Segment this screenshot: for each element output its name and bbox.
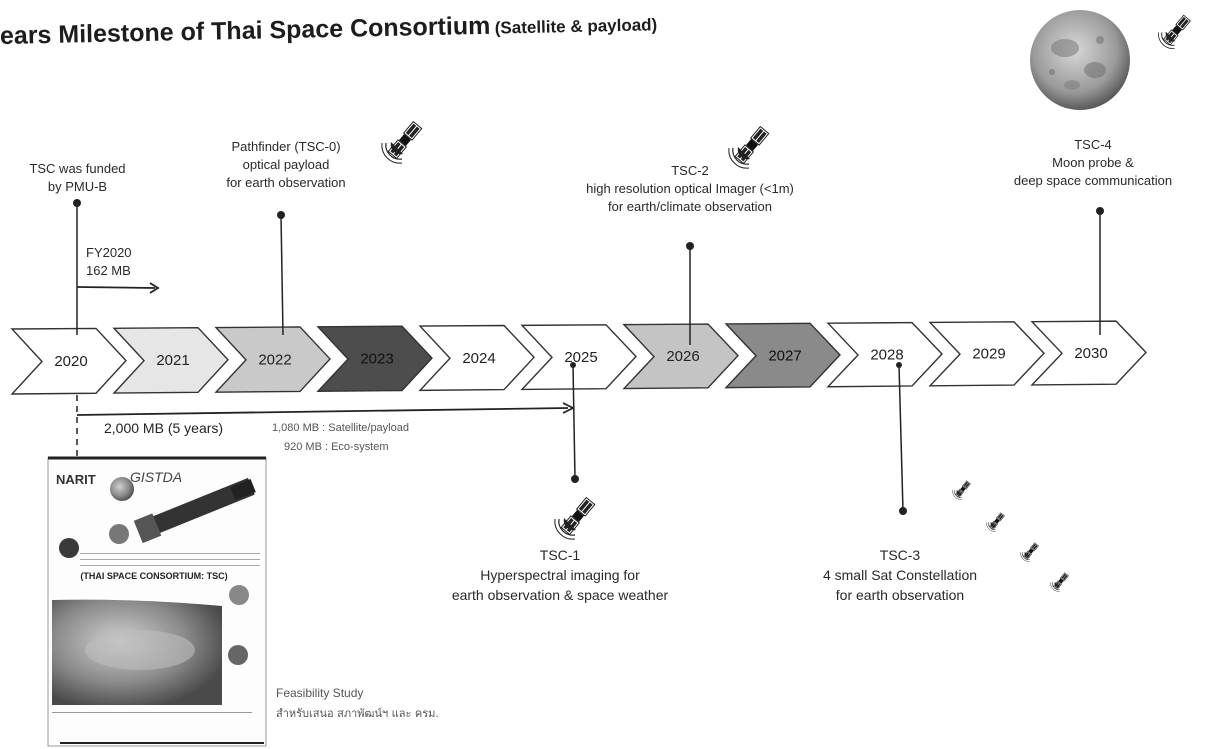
year-chevron	[622, 323, 739, 390]
year-label: 2030	[1074, 345, 1107, 362]
moon-icon	[1030, 10, 1130, 110]
tsc4-title: TSC-4	[1074, 137, 1112, 152]
year-chevron	[1030, 320, 1147, 386]
fy-amount: 162 MB	[86, 263, 131, 278]
tsc3-title: TSC-3	[879, 547, 921, 563]
satellite-icon	[952, 480, 972, 500]
year-label: 2021	[156, 352, 189, 369]
tsc2-line3: for earth/climate observation	[607, 199, 773, 214]
milestone-tsc2: TSC-2 high resolution optical Imager (<1…	[540, 162, 840, 216]
report-caption-thai: สำหรับเสนอ สภาพัฒน์ฯ และ ครม.	[276, 707, 439, 720]
milestone-tsc1: TSC-1 Hyperspectral imaging for earth ob…	[410, 545, 710, 605]
fy-label: FY2020 162 MB	[86, 244, 132, 280]
budget-ecosystem: 920 MB : Eco-system	[284, 441, 389, 453]
year-chevron	[418, 324, 535, 392]
report-caption: Feasibility Study	[276, 686, 364, 700]
year-label: 2027	[768, 347, 801, 364]
funding-label: TSC was funded by PMU-B	[10, 160, 145, 196]
report-logo-narit: NARIT	[56, 472, 96, 487]
pathfinder-line3: for earth observation	[226, 175, 346, 190]
satellite-icon	[381, 120, 424, 164]
year-chevron	[724, 322, 841, 389]
budget-satellite: 1,080 MB : Satellite/payload	[272, 422, 409, 434]
satellite-icon	[986, 512, 1006, 532]
tsc2-line2: high resolution optical Imager (<1m)	[586, 181, 794, 196]
pathfinder-line2: optical payload	[242, 157, 330, 172]
year-label: 2022	[258, 351, 291, 368]
tsc3-line3: for earth observation	[835, 587, 965, 603]
year-label: 2029	[972, 346, 1005, 363]
year-label: 2024	[462, 350, 495, 367]
year-label: 2025	[564, 349, 597, 366]
year-chevron	[112, 326, 229, 394]
tsc3-line2: 4 small Sat Constellation	[822, 567, 978, 583]
tsc1-line2: Hyperspectral imaging for	[480, 567, 640, 583]
satellite-icon	[554, 496, 597, 540]
milestone-tsc4: TSC-4 Moon probe & deep space communicat…	[985, 136, 1201, 190]
year-chevron	[214, 326, 331, 393]
budget-total: 2,000 MB (5 years)	[104, 420, 224, 436]
year-chevron	[520, 324, 637, 391]
milestone-tsc3: TSC-3 4 small Sat Constellation for eart…	[790, 545, 1010, 605]
tsc1-line3: earth observation & space weather	[451, 587, 669, 603]
year-label: 2028	[870, 346, 903, 363]
satellite-icon	[1020, 542, 1040, 562]
milestone-pathfinder: Pathfinder (TSC-0) optical payload for e…	[196, 138, 376, 192]
year-label: 2023	[360, 351, 393, 368]
satellite-icon	[1050, 572, 1070, 592]
funding-connector	[73, 199, 576, 460]
year-label: 2020	[54, 353, 87, 370]
year-label: 2026	[666, 348, 699, 365]
year-chevron	[10, 327, 127, 395]
tsc1-title: TSC-1	[539, 547, 581, 563]
tsc4-line3: deep space communication	[1013, 173, 1173, 188]
report-blurb	[80, 548, 260, 568]
year-chevron	[928, 321, 1045, 387]
funding-line1: TSC was funded	[29, 161, 126, 176]
satellite-icon	[1158, 14, 1192, 49]
milestone-connectors	[277, 207, 1104, 515]
feasibility-report: NARIT GISTDA (THAI SPACE CONSORTIUM: TSC…	[47, 456, 267, 747]
tsc2-title: TSC-2	[671, 163, 709, 178]
report-logo-gistda: GISTDA	[130, 469, 182, 485]
timeline-chevrons: 2020 2021 2022 2023 2024 2025 2026 2027 2028 2029…	[10, 320, 1147, 395]
report-heading: (THAI SPACE CONSORTIUM: TSC)	[80, 571, 227, 581]
year-chevron	[316, 325, 433, 392]
tsc4-line2: Moon probe &	[1052, 155, 1134, 170]
funding-line2: by PMU-B	[47, 179, 108, 194]
fy-year: FY2020	[86, 245, 132, 260]
year-chevron	[826, 321, 943, 388]
pathfinder-title: Pathfinder (TSC-0)	[231, 139, 341, 154]
